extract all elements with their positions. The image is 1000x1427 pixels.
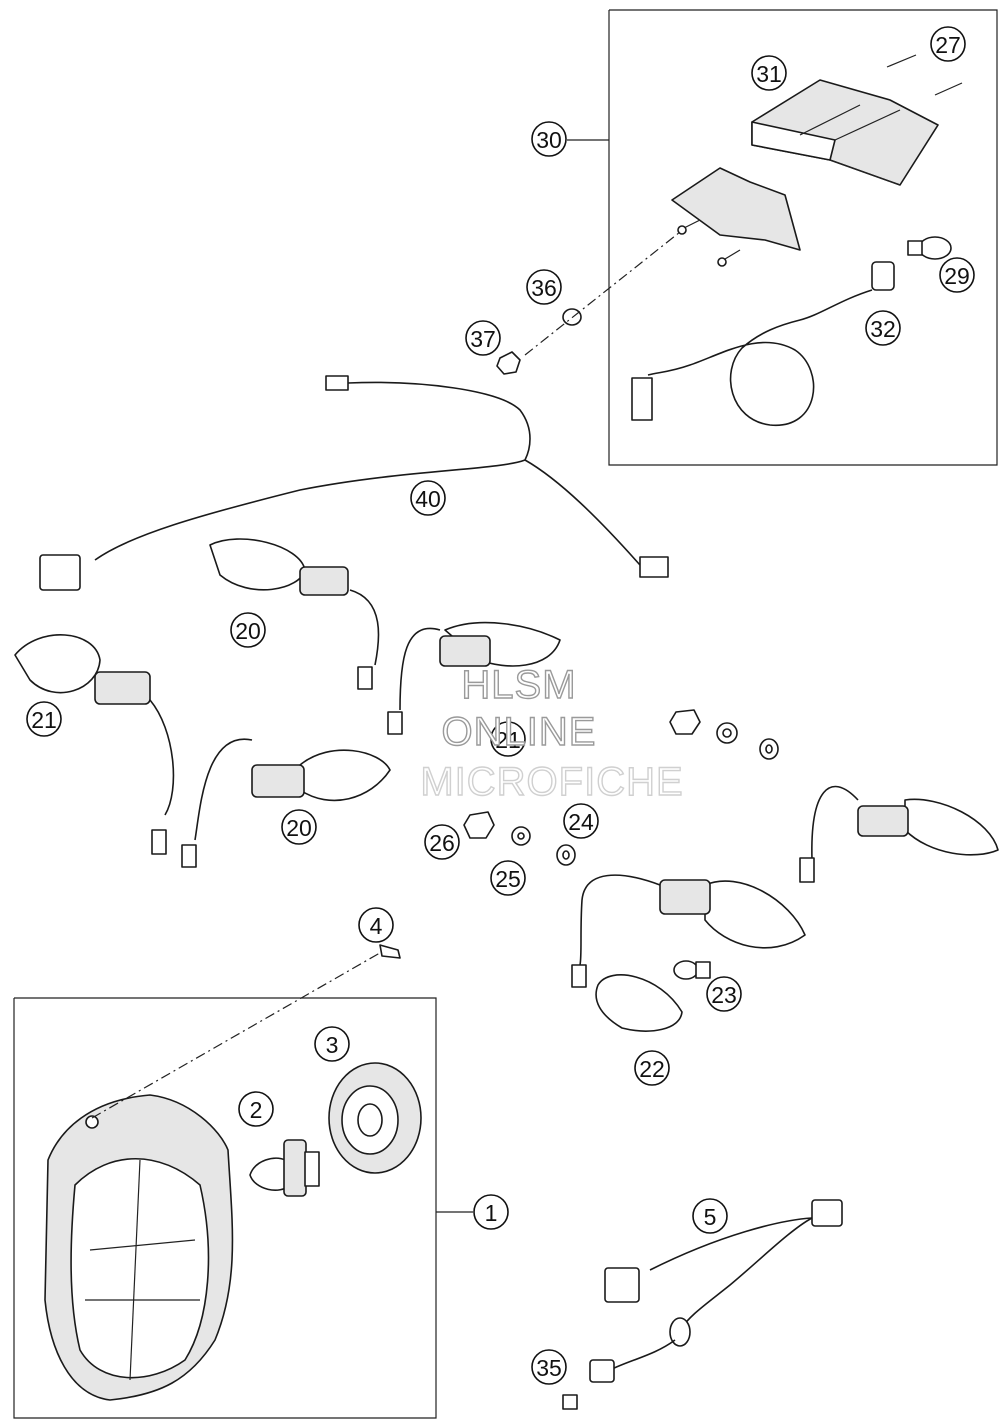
callout-number: 20 — [235, 618, 261, 644]
turn-signal-21-middle — [387, 621, 561, 735]
callout-circle — [26, 701, 62, 737]
callout-circle — [465, 320, 501, 356]
callout-circle — [473, 1194, 509, 1230]
callouts: 1234520202121222324252627293031323536374… — [26, 26, 975, 1385]
callout-21: 21 — [490, 721, 526, 757]
callout-number: 1 — [485, 1200, 498, 1226]
callout-37: 37 — [465, 320, 501, 356]
callout-circle — [526, 269, 562, 305]
signal-lens-22 — [595, 974, 683, 1032]
callout-35: 35 — [531, 1349, 567, 1385]
callout-number: 4 — [370, 913, 383, 939]
callout-circle — [865, 310, 901, 346]
turn-signal-right — [799, 785, 999, 883]
tail-bulb — [907, 236, 952, 260]
callout-circle — [531, 121, 567, 157]
callout-27: 27 — [930, 26, 966, 62]
watermark: HLSM ONLINE MICROFICHE — [420, 662, 684, 804]
callout-circle — [490, 860, 526, 896]
callout-circle — [281, 809, 317, 845]
callout-20: 20 — [230, 612, 266, 648]
callout-number: 40 — [415, 486, 441, 512]
tail-light-group-box — [567, 9, 998, 466]
headlight-cover-3 — [328, 1062, 422, 1174]
callout-number: 22 — [639, 1056, 665, 1082]
callout-circle — [930, 26, 966, 62]
nut-washer-set-lower — [463, 811, 576, 866]
callout-26: 26 — [424, 824, 460, 860]
callout-circle — [692, 1198, 728, 1234]
callout-circle — [531, 1349, 567, 1385]
callout-number: 20 — [286, 815, 312, 841]
watermark-line-1: HLSM — [461, 663, 576, 707]
tail-light-housing — [671, 167, 801, 267]
callout-number: 35 — [536, 1355, 562, 1381]
nut-washer-set-upper — [669, 709, 779, 760]
callout-circle — [410, 480, 446, 516]
callout-number: 5 — [704, 1204, 717, 1230]
callout-23: 23 — [706, 976, 742, 1012]
turn-signal-20-upper — [209, 538, 380, 690]
turn-signal-20-lower — [181, 738, 391, 868]
headlight-bulb-2 — [249, 1139, 320, 1197]
wiring-harness — [39, 375, 669, 591]
tail-light-screws — [886, 54, 963, 96]
callout-30: 30 — [531, 121, 567, 157]
callout-number: 37 — [470, 326, 496, 352]
callout-number: 26 — [429, 830, 455, 856]
callout-number: 32 — [870, 316, 896, 342]
callout-number: 24 — [568, 809, 594, 835]
callout-circle — [751, 55, 787, 91]
callout-21: 21 — [26, 701, 62, 737]
callout-number: 2 — [250, 1097, 263, 1123]
callout-circle — [490, 721, 526, 757]
callout-circle — [424, 824, 460, 860]
callout-number: 29 — [944, 263, 970, 289]
callout-number: 23 — [711, 982, 737, 1008]
callout-number: 25 — [495, 866, 521, 892]
headlight-housing — [44, 944, 401, 1401]
harness-5 — [562, 1199, 843, 1410]
washer-nut-36-37 — [496, 231, 681, 375]
callout-number: 3 — [326, 1032, 339, 1058]
callout-3: 3 — [314, 1026, 350, 1062]
callout-5: 5 — [692, 1198, 728, 1234]
callout-number: 31 — [756, 61, 782, 87]
tail-socket-wire — [631, 261, 895, 426]
callout-25: 25 — [490, 860, 526, 896]
turn-signal-lower-right — [571, 874, 806, 988]
callout-circle — [358, 907, 394, 943]
callout-40: 40 — [410, 480, 446, 516]
callout-circle — [939, 257, 975, 293]
callout-32: 32 — [865, 310, 901, 346]
callout-24: 24 — [563, 803, 599, 839]
callout-number: 36 — [531, 275, 557, 301]
headlight-group-box — [13, 997, 473, 1419]
turn-signal-21-upper — [14, 634, 175, 855]
callout-circle — [314, 1026, 350, 1062]
callout-circle — [238, 1091, 274, 1127]
watermark-line-2: ONLINE — [442, 710, 597, 754]
watermark-line-3: MICROFICHE — [420, 760, 683, 804]
tail-light-lens — [751, 79, 939, 186]
callout-1: 1 — [473, 1194, 509, 1230]
callout-4: 4 — [358, 907, 394, 943]
signal-bulb-23 — [673, 960, 711, 980]
callout-number: 27 — [935, 32, 961, 58]
callout-circle — [706, 976, 742, 1012]
callout-circle — [563, 803, 599, 839]
callout-number: 30 — [536, 127, 562, 153]
callout-31: 31 — [751, 55, 787, 91]
callout-number: 21 — [31, 707, 57, 733]
callout-22: 22 — [634, 1050, 670, 1086]
callout-circle — [230, 612, 266, 648]
callout-2: 2 — [238, 1091, 274, 1127]
callout-circle — [634, 1050, 670, 1086]
callout-number: 21 — [495, 727, 521, 753]
callout-36: 36 — [526, 269, 562, 305]
callout-29: 29 — [939, 257, 975, 293]
callout-20: 20 — [281, 809, 317, 845]
